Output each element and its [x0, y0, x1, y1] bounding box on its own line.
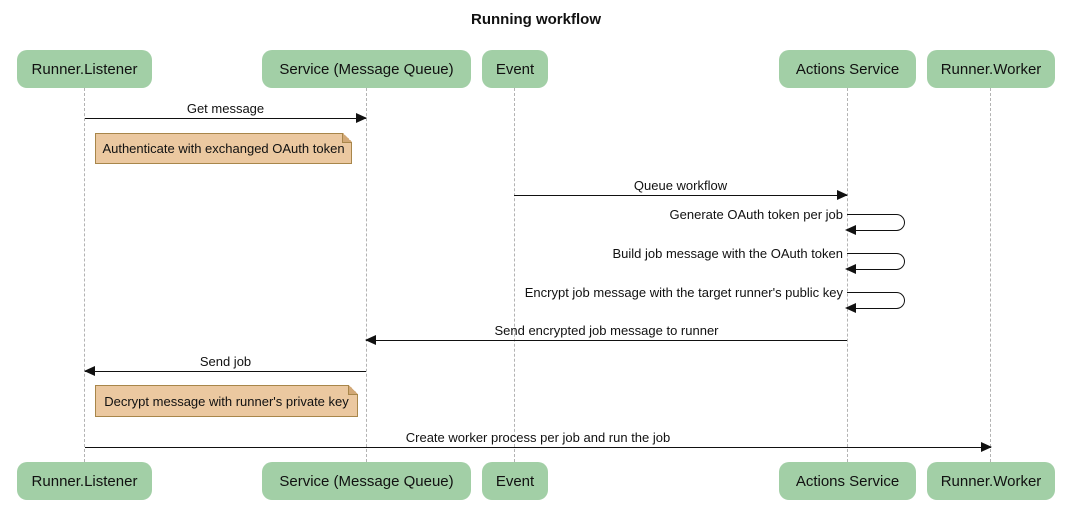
message-label: Send encrypted job message to runner — [494, 323, 719, 338]
participant-bottom-event: Event — [482, 462, 548, 500]
message-label: Queue workflow — [633, 178, 728, 193]
arrowhead-left-icon — [845, 303, 856, 313]
participant-top-runner-listener: Runner.Listener — [17, 50, 152, 88]
arrowhead-right-icon — [356, 113, 367, 123]
arrowhead-left-icon — [365, 335, 376, 345]
message-get-message: Get message — [85, 101, 367, 123]
self-message-loop — [845, 292, 905, 313]
message-send-encrypted-job: Send encrypted job message to runner — [365, 323, 847, 345]
lifeline-event — [514, 88, 515, 462]
lifeline-runner-listener — [84, 88, 85, 462]
message-create-worker-process: Create worker process per job and run th… — [85, 430, 992, 452]
message-send-job: Send job — [84, 354, 366, 376]
message-queue-workflow: Queue workflow — [514, 178, 848, 200]
participant-top-actions-service: Actions Service — [779, 50, 916, 88]
participant-bottom-runner-worker: Runner.Worker — [927, 462, 1055, 500]
message-arrow-line — [85, 113, 367, 123]
participant-top-runner-worker: Runner.Worker — [927, 50, 1055, 88]
message-arrow-line — [85, 442, 992, 452]
note-decrypt: Decrypt message with runner's private ke… — [95, 385, 358, 417]
participant-top-event: Event — [482, 50, 548, 88]
participant-bottom-service-mq: Service (Message Queue) — [262, 462, 471, 500]
message-label: Get message — [186, 101, 265, 116]
self-message-label-encrypt-job-message: Encrypt job message with the target runn… — [524, 285, 843, 300]
message-arrow-line — [84, 366, 366, 376]
diagram-title: Running workflow — [471, 11, 601, 28]
arrowhead-left-icon — [845, 264, 856, 274]
note-fold-icon — [348, 385, 358, 395]
self-message-label-build-job-message: Build job message with the OAuth token — [612, 246, 843, 261]
arrowhead-right-icon — [981, 442, 992, 452]
arrowhead-right-icon — [837, 190, 848, 200]
participant-bottom-runner-listener: Runner.Listener — [17, 462, 152, 500]
self-message-loop — [845, 214, 905, 235]
arrowhead-left-icon — [84, 366, 95, 376]
participant-bottom-actions-service: Actions Service — [779, 462, 916, 500]
note-fold-icon — [342, 133, 352, 143]
participant-top-service-mq: Service (Message Queue) — [262, 50, 471, 88]
message-arrow-line — [514, 190, 848, 200]
lifeline-service-mq — [366, 88, 367, 462]
lifeline-runner-worker — [990, 88, 991, 462]
message-arrow-line — [365, 335, 847, 345]
message-label: Send job — [199, 354, 252, 369]
lifeline-actions-service — [847, 88, 848, 462]
message-label: Create worker process per job and run th… — [405, 430, 671, 445]
self-message-loop — [845, 253, 905, 274]
note-text: Decrypt message with runner's private ke… — [104, 393, 349, 409]
note-authenticate: Authenticate with exchanged OAuth token — [95, 133, 352, 164]
arrowhead-left-icon — [845, 225, 856, 235]
self-message-label-generate-oauth: Generate OAuth token per job — [669, 207, 843, 222]
note-text: Authenticate with exchanged OAuth token — [102, 141, 345, 156]
